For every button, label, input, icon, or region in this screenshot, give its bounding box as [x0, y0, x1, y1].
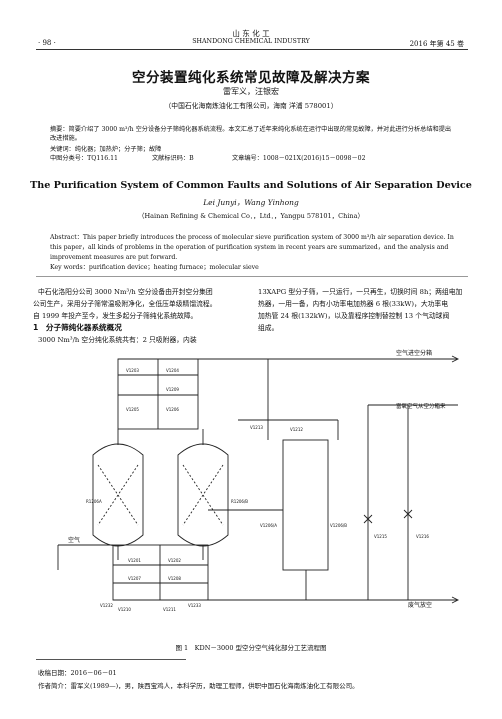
electric-heater — [282, 439, 329, 571]
valve-v1215: V1215 — [374, 534, 387, 539]
page-number: · 98 · — [38, 39, 56, 47]
journal-name-en: SHANDONG CHEMICAL INDUSTRY — [192, 38, 310, 45]
valve-v1204: V1204 — [166, 368, 179, 373]
vessel-left-label: R1206A — [86, 499, 102, 504]
valve-v1202: V1202 — [168, 558, 181, 563]
author-bio: 作者简介：雷军义(1989—)，男，陕西宝鸡人，本科学历，助理工程师，供职中国石… — [38, 682, 359, 690]
valve-v1233: V1233 — [188, 603, 201, 608]
label-enriched-air: 富氧空气从空分箱来 — [396, 402, 446, 410]
issue-label: 2016 年第 45 卷 — [409, 40, 464, 48]
valve-v1207: V1207 — [128, 576, 141, 581]
body-right-line3: 加热管 24 根(132kW)，以及靠程序控制替控制 13 个气动球阀 — [258, 312, 450, 320]
body-left-line2: 公司生产，采用分子筛常温吸附净化，全低压单级精馏流程。 — [33, 300, 217, 308]
footnote-rule — [36, 659, 186, 660]
body-left-line4: 3000 Nm³/h 空分纯化系统共有：2 只吸附器，内装 — [38, 336, 197, 344]
valve-v1209: V1209 — [166, 387, 179, 392]
valve-v1212: V1212 — [290, 427, 303, 432]
label-air-to-cold-box: 空气进空分箱 — [396, 349, 432, 357]
article-number: 文章编号：1008－021X(2016)15－0098－02 — [232, 155, 366, 162]
label-air-inlet: 空气 — [68, 536, 80, 544]
body-right-line1: 13XAPG 型分子筛，一只运行，一只再生，切换时间 8h；两组电加 — [258, 288, 463, 296]
abstract-en-line1: Abstract：This paper briefly introduces t… — [50, 234, 454, 241]
journal-name-cn: 山 东 化 工 — [232, 29, 270, 38]
title-cn: 空分装置纯化系统常见故障及解决方案 — [132, 70, 370, 86]
affiliation-cn: （中国石化海南炼油化工有限公司，海南 洋浦 578001） — [164, 102, 338, 110]
vessel-right-label: R1206/B — [231, 499, 248, 504]
valve-v1205: V1205 — [126, 407, 139, 412]
keywords-en: Key words：purification device；heating fu… — [50, 264, 259, 271]
valve-v1206: V1206 — [166, 407, 179, 412]
title-en: The Purification System of Common Faults… — [30, 180, 472, 191]
body-right-line4: 组成。 — [258, 324, 279, 332]
abstract-en-line2: this paper，all kinds of problems in the … — [50, 244, 449, 251]
clc-number: 中图分类号：TQ116.11 — [50, 155, 118, 162]
abstract-en-line3: improvement measures are put forward. — [50, 254, 178, 261]
valve-v1203: V1203 — [126, 368, 139, 373]
body-right-line2: 热器，一用一备，内有小功率电加热器 6 根(33kW)，大功率电 — [258, 300, 449, 308]
section-heading: 1 分子筛纯化器系统概况 — [33, 323, 122, 332]
label-waste-vent: 废气放空 — [408, 601, 432, 609]
heater-label-b: V1206/B — [330, 523, 347, 528]
valve-v1210: V1210 — [118, 607, 131, 612]
valve-v1232: V1232 — [100, 603, 113, 608]
heater-label-a: V1206/A — [260, 523, 277, 528]
valve-v1208: V1208 — [168, 576, 181, 581]
header-rule — [36, 49, 468, 50]
valve-v1213: V1213 — [250, 425, 263, 430]
authors-en: Lei Junyi，Wang Yinhong — [203, 198, 299, 207]
document-code: 文献标识码：B — [152, 155, 194, 162]
enriched-air-line — [367, 404, 458, 600]
product-arrow — [451, 355, 460, 363]
manifold-bottom — [112, 544, 209, 601]
process-flow-diagram: 空气进空分箱 富氧空气从空分箱来 空气 废气放空 V1203 V1204 V12… — [57, 349, 460, 612]
authors-cn: 雷军义，汪银宏 — [223, 87, 279, 96]
valve-v1201: V1201 — [128, 558, 141, 563]
figure-caption: 图 1 KDN－3000 型空分空气纯化部分工艺流程图 — [175, 644, 327, 652]
adsorber-b — [177, 443, 229, 547]
received-date: 收稿日期：2016－06－01 — [38, 669, 117, 677]
keywords-cn: 关键词：纯化器；加热炉；分子筛；故障 — [50, 146, 162, 153]
body-left-line1: 中石化洛阳分公司 3000 Nm³/h 空分设备由开封空分集团 — [38, 288, 213, 296]
abstract-rule — [36, 276, 468, 277]
affiliation-en: （Hainan Refining & Chemical Co．，Ltd．，Yan… — [138, 212, 364, 220]
valve-v1216: V1216 — [416, 534, 429, 539]
abstract-cn: 摘要：简要介绍了 3000 m³/h 空分设备分子筛纯化器系统流程。本文汇总了近… — [50, 126, 452, 142]
adsorber-a — [92, 443, 144, 547]
body-left-line3: 自 1999 年投产至今，发生多起分子筛纯化系统故障。 — [33, 312, 198, 320]
valve-v1211: V1211 — [163, 607, 176, 612]
